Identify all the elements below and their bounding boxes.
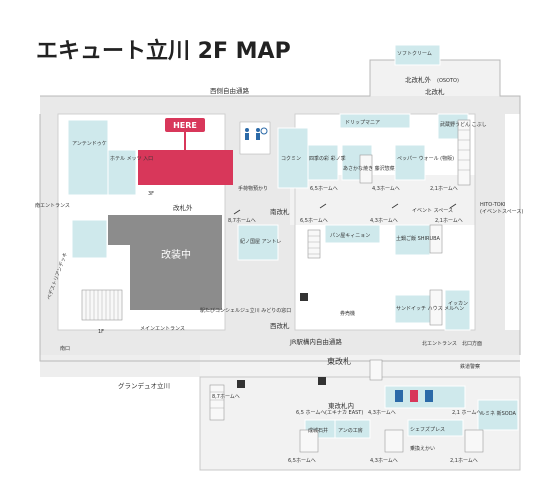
shops: [67, 44, 519, 439]
label-shikinokaori: 四季の彩 彩ノ季: [309, 155, 346, 162]
label-p43-mid: 4,3ホームへ: [368, 410, 396, 416]
label-baggage: 手荷物預かり: [238, 185, 268, 192]
label-police: 鉄道警察: [460, 363, 480, 370]
label-floor-3f: 3F: [148, 191, 154, 197]
label-east-gate: 東改札: [327, 356, 351, 366]
label-panya: パン屋キィニョン: [330, 233, 370, 239]
wheelchair-icon: [260, 127, 268, 135]
shop-sanpiu[interactable]: [394, 294, 434, 324]
renovation-area: [130, 215, 222, 310]
shop-panya[interactable]: [324, 224, 381, 244]
label-p21-upper: 2,1ホームへ: [430, 186, 458, 192]
label-ticket-machine: 券売機: [340, 310, 355, 317]
label-north-entrance: 北エントランス: [422, 340, 457, 347]
shop-shikinokaori[interactable]: [307, 144, 339, 181]
shop-south-store[interactable]: [71, 219, 108, 259]
label-sanpiu: サンドイッチ ハウス メルヘン: [396, 305, 464, 312]
label-east-gate-inner: 東改札内: [328, 401, 354, 410]
shop-cocomin[interactable]: [277, 127, 309, 189]
label-p65-top: 6,5ホームへ: [300, 218, 328, 224]
label-cocomin: コクミン: [281, 156, 301, 162]
label-north-gate-outer-sub: (OSOTO): [437, 78, 459, 84]
label-p43-top: 4,3ホームへ: [370, 218, 398, 224]
label-event-space: イベント スペース: [412, 208, 453, 214]
stair-stripes: [85, 129, 470, 409]
shop-ikkan[interactable]: [444, 289, 471, 331]
label-shoeplus: シェフズプレス: [410, 426, 445, 433]
label-hotel-mets: ホテル メッツ 入口: [110, 156, 153, 162]
shop-shoeplus[interactable]: [407, 419, 464, 437]
label-p65-upper: 6,5ホームへ: [310, 186, 338, 192]
shop-antenduke[interactable]: [67, 119, 109, 196]
restroom-icon-east: [395, 390, 433, 402]
label-south-exit: 南口: [60, 345, 70, 352]
label-anno-kobo: アンの工房: [338, 427, 363, 434]
label-ticket-office: 駅たびコンシェルジュ立川 みどりの窓口: [200, 307, 291, 314]
label-musashino-udon: 武蔵野うどん こぶし: [440, 121, 487, 128]
label-kai-soft: 乗換えかい: [410, 445, 435, 452]
label-p65-mid: 6,5 ホームへ: [296, 410, 325, 416]
label-gate-outer: 改札外: [173, 203, 193, 212]
shop-ticket-machine-2[interactable]: [237, 224, 279, 261]
renovation-area-notch: [108, 215, 130, 245]
shop-anno-kobo[interactable]: [334, 419, 371, 439]
label-east-gate-inner-sub: (エキナカ EAST): [325, 410, 363, 416]
label-jr-passage: JR駅構内自由通路: [289, 337, 342, 346]
label-south-entrance: 南エントランス: [35, 202, 70, 209]
label-main-entrance: メインエントランス: [140, 326, 185, 332]
label-drip-mania: ドリップマニア: [345, 120, 380, 126]
label-doki-kikaku: 土鍋ご飯 SHIRUBA: [396, 235, 441, 242]
label-antenduke: アンテンドゥケ: [72, 140, 107, 147]
shop-hotel-mets[interactable]: [107, 149, 137, 196]
here-marker: [165, 118, 205, 132]
label-floor-1f: 1F: [98, 329, 104, 335]
label-north-gate-top: 北改札: [425, 87, 445, 96]
platform-arrows: [233, 203, 457, 215]
label-hito-toki: HITO-TOKI: [480, 202, 505, 208]
label-hito-toki-sub: (イベントスペース): [480, 209, 523, 215]
label-pepper-wall: ペッパー ウォール (物販): [397, 155, 454, 162]
shop-new-soda[interactable]: [477, 399, 519, 431]
label-ikkan: イッカン: [448, 301, 468, 307]
page-title: エキュート立川 2F MAP: [36, 39, 291, 64]
label-p43-upper: 4,3ホームへ: [372, 186, 400, 192]
label-seijoishii: 成城石井: [308, 427, 328, 434]
shop-pepper-wall[interactable]: [394, 144, 426, 181]
label-north-gate-outer: 北改札外: [405, 75, 432, 84]
label-west-gate: 西改札: [270, 321, 290, 330]
label-ticket-machine-2: 紀ノ国屋 アントレ: [240, 238, 281, 245]
label-p43-bottom: 4,3ホームへ: [370, 458, 398, 464]
label-north-top-store: ソフトクリーム: [397, 51, 432, 57]
label-p87-top: 8,7ホームへ: [228, 218, 256, 224]
label-p21-mid: 2,1 ホームへ: [452, 410, 481, 416]
label-new-soda: ルミネ 新SODA: [480, 410, 516, 417]
corridors: [40, 60, 520, 470]
stairs: [81, 119, 484, 453]
here-area: [138, 150, 233, 185]
here-label: HERE: [173, 121, 197, 130]
label-south-gate: 南改札: [270, 207, 290, 216]
restroom-icon: [239, 121, 271, 155]
shop-north-top[interactable]: [394, 44, 441, 66]
label-grandue: グランデュオ立川: [118, 381, 170, 390]
elevator-icon: [300, 293, 308, 301]
renovation-label: 改装中: [161, 248, 191, 261]
label-akimushi: あさかな焼き 藤沢惣菜: [343, 165, 395, 172]
label-p65-bottom: 6,5ホームへ: [288, 458, 316, 464]
shop-drip-mania[interactable]: [339, 113, 411, 129]
label-west-passage: 西側自由通路: [210, 86, 250, 95]
locker-icon: [237, 377, 326, 388]
shop-doki-kikaku[interactable]: [394, 224, 431, 256]
label-p87-bottom: 8,7ホームへ: [212, 394, 240, 400]
label-north-entrance-sub: 北口方面: [462, 340, 482, 347]
label-p21-bottom: 2,1ホームへ: [450, 458, 478, 464]
label-p21-top: 2,1ホームへ: [435, 218, 463, 224]
walls: [39, 59, 521, 471]
